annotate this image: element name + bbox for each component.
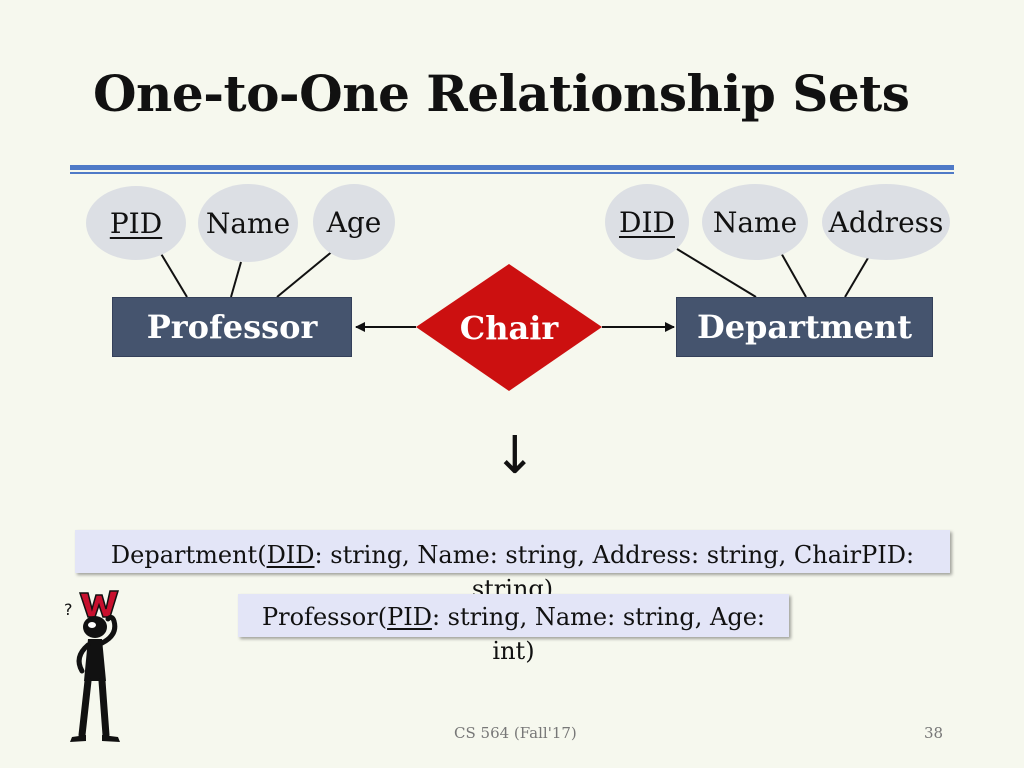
title-divider-thin [70,172,954,174]
schema-department-key: DID [266,541,315,569]
link-age-professor [276,249,335,298]
link-name-department [779,250,807,298]
relationship-label: Chair [459,309,559,347]
link-address-department [844,257,869,298]
w-logo-icon [78,590,120,618]
schema-professor-key: PID [387,603,432,631]
attribute-professor-name: Name [198,184,298,262]
link-did-department [676,248,757,298]
attribute-department-name: Name [702,184,808,260]
title-divider-thick [70,165,954,170]
link-name-professor [230,261,242,298]
down-arrow-icon: ↓ [493,426,537,486]
attribute-address: Address [822,184,950,260]
footer-course: CS 564 (Fall'17) [454,724,577,742]
svg-text:?: ? [64,600,73,619]
attribute-pid: PID [86,186,186,260]
slide-title: One-to-One Relationship Sets [93,64,910,123]
relationship-diamond [416,264,602,391]
schema-professor: Professor(PID: string, Name: string, Age… [238,594,789,665]
entity-professor: Professor [113,298,351,356]
page-number: 38 [924,724,944,742]
entity-department: Department [677,298,932,356]
mascot-figure: ? [64,590,120,742]
attribute-did: DID [605,184,689,260]
attribute-age: Age [313,184,395,260]
link-pid-professor [159,251,188,298]
schema-department: Department(DID: string, Name: string, Ad… [75,530,950,603]
